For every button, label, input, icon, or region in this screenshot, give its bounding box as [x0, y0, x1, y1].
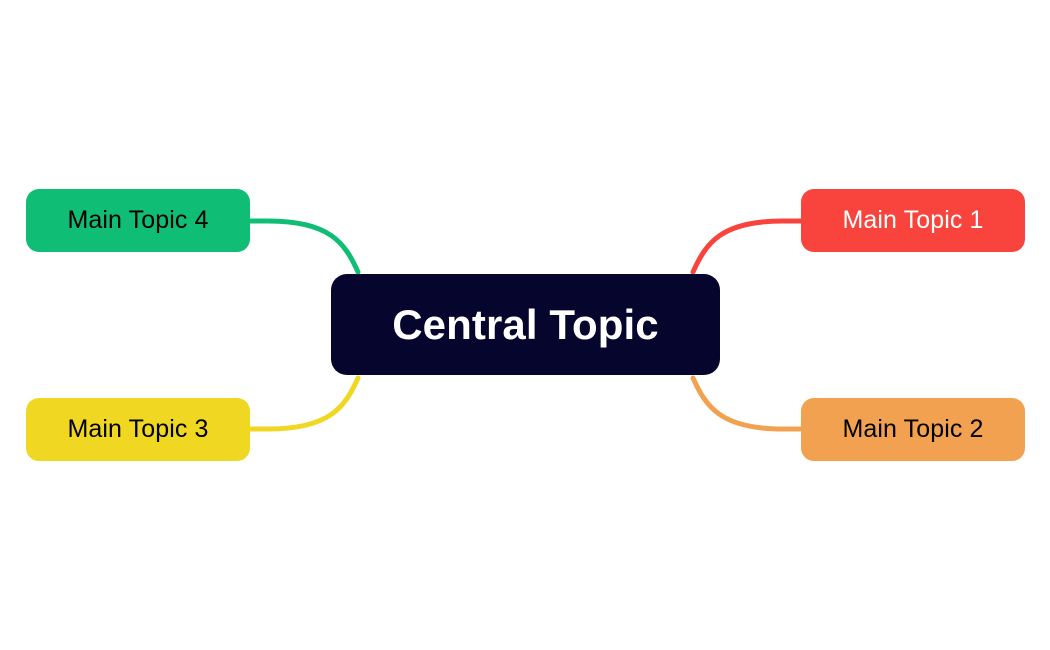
main-topic-1-label: Main Topic 1 [842, 206, 984, 234]
main-topic-2-node[interactable]: Main Topic 2 [801, 398, 1025, 461]
connector-topic-2 [690, 375, 804, 432]
main-topic-1-node[interactable]: Main Topic 1 [801, 189, 1025, 252]
main-topic-3-label: Main Topic 3 [67, 415, 209, 443]
main-topic-4-node[interactable]: Main Topic 4 [26, 189, 250, 252]
connector-topic-4 [247, 218, 361, 275]
main-topic-2-label: Main Topic 2 [842, 415, 984, 443]
main-topic-4-label: Main Topic 4 [67, 206, 209, 234]
central-topic-node[interactable]: Central Topic [331, 274, 720, 375]
main-topic-3-node[interactable]: Main Topic 3 [26, 398, 250, 461]
connector-topic-3 [247, 375, 361, 432]
central-topic-label: Central Topic [392, 300, 659, 348]
connector-topic-1 [690, 218, 804, 275]
